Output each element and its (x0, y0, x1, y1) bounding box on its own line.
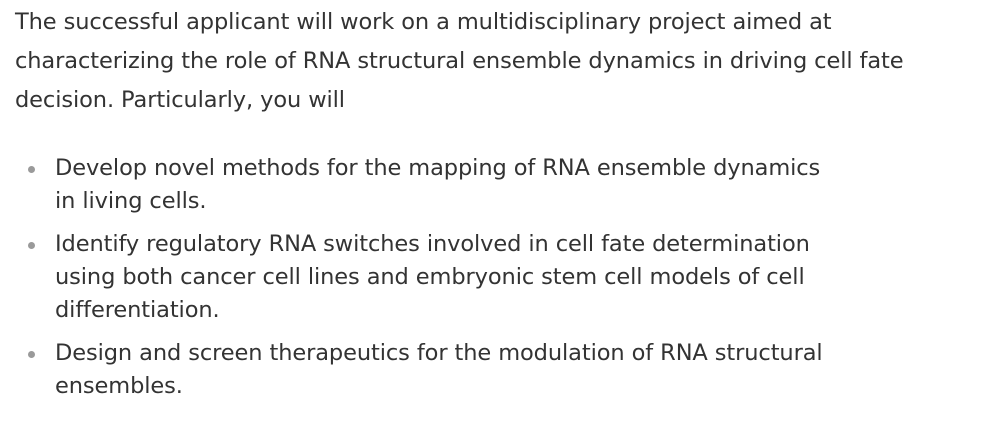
bullet-dot-icon (28, 242, 35, 249)
list-item-line: using both cancer cell lines and embryon… (55, 264, 805, 290)
list-item-line: Develop novel methods for the mapping of… (55, 155, 821, 181)
intro-paragraph: The successful applicant will work on a … (15, 0, 990, 120)
intro-line: characterizing the role of RNA structura… (15, 48, 904, 74)
list-item-line: in living cells. (55, 188, 207, 214)
list-item-line: differentiation. (55, 297, 220, 323)
list-item-line: Design and screen therapeutics for the m… (55, 340, 823, 366)
list-item: Design and screen therapeutics for the m… (15, 337, 1000, 403)
list-item-line: ensembles. (55, 373, 183, 399)
intro-line: The successful applicant will work on a … (15, 9, 832, 35)
responsibilities-list: Develop novel methods for the mapping of… (15, 152, 1000, 403)
job-description: The successful applicant will work on a … (15, 0, 1000, 403)
list-item: Identify regulatory RNA switches involve… (15, 228, 1000, 327)
bullet-dot-icon (28, 166, 35, 173)
bullet-dot-icon (28, 351, 35, 358)
list-item: Develop novel methods for the mapping of… (15, 152, 1000, 218)
list-item-line: Identify regulatory RNA switches involve… (55, 231, 810, 257)
intro-line: decision. Particularly, you will (15, 87, 345, 113)
